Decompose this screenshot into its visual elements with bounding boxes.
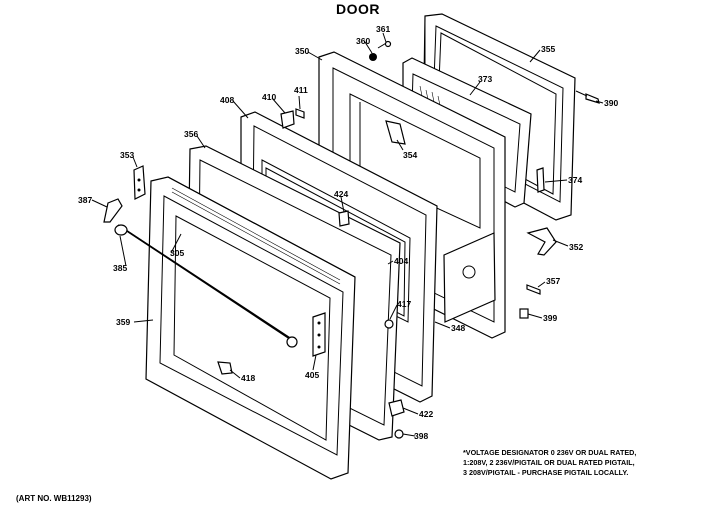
art-number: (ART NO. WB11293) <box>16 494 92 503</box>
label-350: 350 <box>295 46 309 56</box>
part-385-handle <box>114 224 298 348</box>
label-352: 352 <box>569 242 583 252</box>
label-387: 387 <box>78 195 92 205</box>
part-405-bracket <box>312 312 326 357</box>
part-359-outer-door <box>145 176 356 480</box>
label-361: 361 <box>376 24 390 34</box>
label-417: 417 <box>397 299 411 309</box>
voltage-note: *VOLTAGE DESIGNATOR 0 236V OR DUAL RATED… <box>463 448 699 478</box>
part-357-screw <box>526 284 541 295</box>
leader-lines <box>91 32 604 437</box>
label-348: 348 <box>451 323 465 333</box>
label-360: 360 <box>356 36 370 46</box>
label-353: 353 <box>120 150 134 160</box>
label-398: 398 <box>414 431 428 441</box>
part-399-block <box>519 308 529 319</box>
label-405: 405 <box>305 370 319 380</box>
label-357: 357 <box>546 276 560 286</box>
part-387-hinge-clip <box>103 198 123 223</box>
diagram-title: DOOR <box>336 1 380 17</box>
part-424-clip <box>338 210 350 227</box>
part-398-washer <box>394 429 404 439</box>
part-410-clip <box>280 110 295 129</box>
part-411-screw <box>295 108 305 119</box>
label-408: 408 <box>220 95 234 105</box>
part-348-panel-bracket <box>443 232 496 323</box>
label-422: 422 <box>419 409 433 419</box>
voltage-note-line-1: *VOLTAGE DESIGNATOR 0 236V OR DUAL RATED… <box>463 448 637 457</box>
voltage-note-line-3: 3 208V/PIGTAIL - PURCHASE PIGTAIL LOCALL… <box>463 468 629 477</box>
label-399: 399 <box>543 313 557 323</box>
part-353-bracket <box>133 165 146 200</box>
label-373: 373 <box>478 74 492 84</box>
part-418-clip <box>217 361 233 375</box>
part-360-nut <box>369 53 377 61</box>
label-424: 424 <box>334 189 348 199</box>
label-374: 374 <box>568 175 582 185</box>
part-361-screw <box>377 40 392 49</box>
part-374-strip <box>536 167 545 193</box>
label-404: 404 <box>394 256 408 266</box>
label-359: 359 <box>116 317 130 327</box>
label-305: 305 <box>170 248 184 258</box>
label-385: 385 <box>113 263 127 273</box>
label-355: 355 <box>541 44 555 54</box>
label-418: 418 <box>241 373 255 383</box>
part-390-screw <box>575 90 600 104</box>
part-417-screw <box>384 319 394 329</box>
label-390: 390 <box>604 98 618 108</box>
part-354-bracket <box>385 120 406 145</box>
label-410: 410 <box>262 92 276 102</box>
part-422-clip <box>388 399 405 417</box>
part-352-hinge <box>526 227 557 256</box>
label-354: 354 <box>403 150 417 160</box>
label-356: 356 <box>184 129 198 139</box>
label-411: 411 <box>294 85 308 95</box>
part-labels: 355 361 360 350 373 390 408 410 411 354 … <box>78 24 618 441</box>
voltage-note-line-2: 1:208V, 2 236V/PIGTAIL OR DUAL RATED PIG… <box>463 458 635 467</box>
